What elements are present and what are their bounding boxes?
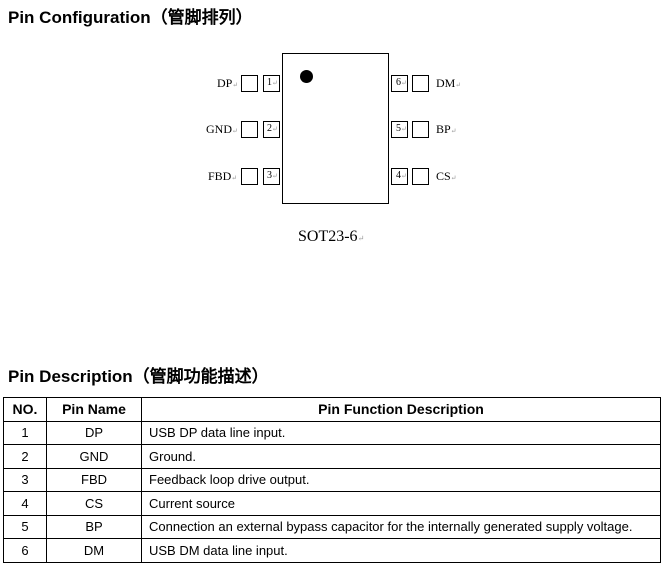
table-row: 3 FBD Feedback loop drive output. [3, 467, 661, 492]
cell-function: USB DM data line input. [141, 538, 661, 563]
pin1-indicator-dot [300, 70, 313, 83]
cell-function: USB DP data line input. [141, 420, 661, 445]
cell-pin-name: DM [46, 538, 142, 563]
pin-label-5: BP↵ [436, 122, 457, 136]
cell-pin-name: FBD [46, 467, 142, 492]
pin-box-left-1 [241, 75, 258, 92]
cell-pin-name: CS [46, 491, 142, 516]
cell-no: 6 [3, 538, 47, 563]
package-label: SOT23-6↵ [298, 228, 365, 245]
cell-no: 5 [3, 514, 47, 539]
pin-number-2: 2↵ [267, 123, 278, 134]
pin-box-right-5 [412, 121, 429, 138]
table-row: 2 GND Ground. [3, 444, 661, 469]
pin-box-right-5-inner [391, 121, 408, 138]
table-row: 6 DM USB DM data line input. [3, 538, 661, 563]
pin-number-4: 4↵ [396, 170, 407, 181]
pin-number-1: 1↵ [267, 77, 278, 88]
pin-box-left-2 [241, 121, 258, 138]
pin-box-left-2-inner [263, 121, 280, 138]
pin-label-1: DP↵ [217, 76, 239, 90]
pin-box-left-1-inner [263, 75, 280, 92]
pin-label-2: GND↵ [206, 122, 238, 136]
pin-number-3: 3↵ [267, 170, 278, 181]
cell-no: 4 [3, 491, 47, 516]
table-row: 5 BP Connection an external bypass capac… [3, 514, 661, 539]
cell-function: Current source [141, 491, 661, 516]
cell-function: Ground. [141, 444, 661, 469]
cell-no: 2 [3, 444, 47, 469]
pin-number-5: 5↵ [396, 123, 407, 134]
cell-function: Connection an external bypass capacitor … [141, 514, 661, 539]
pin-description-title: Pin Description（管脚功能描述） [8, 367, 269, 386]
cell-pin-name: DP [46, 420, 142, 445]
pin-box-right-4-inner [391, 168, 408, 185]
pin-label-6: DM↵ [436, 76, 462, 90]
cell-no: 1 [3, 420, 47, 445]
pin-label-4: CS↵ [436, 169, 457, 183]
pin-box-right-6 [412, 75, 429, 92]
pin-box-right-6-inner [391, 75, 408, 92]
table-row: 4 CS Current source [3, 491, 661, 516]
cell-no: 3 [3, 467, 47, 492]
pin-description-table: NO. Pin Name Pin Function Description 1 … [3, 397, 661, 563]
header-pin-name: Pin Name [46, 397, 142, 422]
chip-body [282, 53, 389, 204]
pin-configuration-title: Pin Configuration（管脚排列） [8, 8, 253, 27]
table-header-row: NO. Pin Name Pin Function Description [3, 397, 661, 422]
header-no: NO. [3, 397, 47, 422]
pin-box-left-3 [241, 168, 258, 185]
pin-box-right-4 [412, 168, 429, 185]
table-row: 1 DP USB DP data line input. [3, 420, 661, 445]
pin-label-3: FBD↵ [208, 169, 238, 183]
pin-number-6: 6↵ [396, 77, 407, 88]
cell-function: Feedback loop drive output. [141, 467, 661, 492]
header-function: Pin Function Description [141, 397, 661, 422]
cell-pin-name: GND [46, 444, 142, 469]
cell-pin-name: BP [46, 514, 142, 539]
pin-box-left-3-inner [263, 168, 280, 185]
